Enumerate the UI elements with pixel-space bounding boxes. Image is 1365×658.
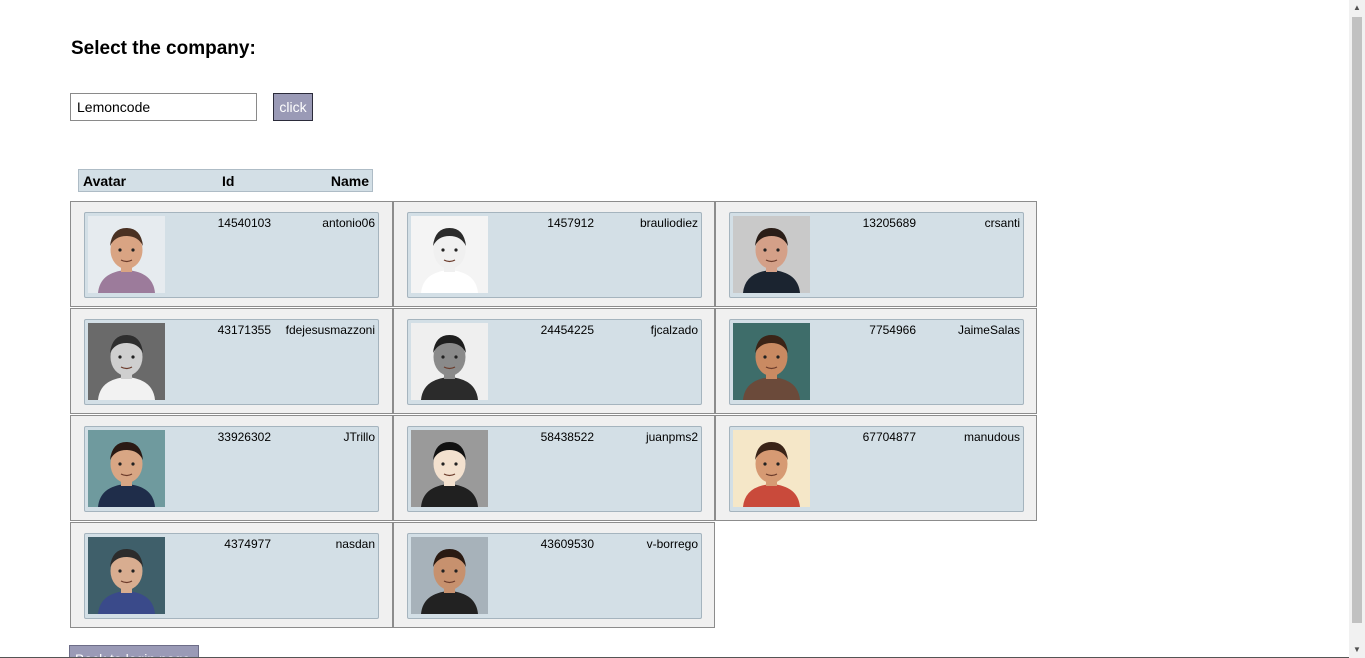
member-id: 4374977 bbox=[224, 537, 271, 551]
member-card: 33926302 JTrillo bbox=[70, 415, 393, 521]
table-header: Avatar Id Name bbox=[78, 169, 373, 192]
member-avatar bbox=[411, 537, 488, 614]
page-title: Select the company: bbox=[71, 38, 256, 59]
member-avatar bbox=[88, 216, 165, 293]
member-card: 67704877 manudous bbox=[715, 415, 1037, 521]
member-name: fdejesusmazzoni bbox=[285, 323, 375, 337]
members-grid: 14540103 antonio06 1457912 brauliodiez 13205… bbox=[70, 201, 1039, 628]
member-name: manudous bbox=[963, 430, 1020, 444]
header-id: Id bbox=[222, 173, 235, 189]
member-id: 1457912 bbox=[547, 216, 594, 230]
member-name: juanpms2 bbox=[645, 430, 698, 444]
member-row: 4374977 nasdan bbox=[84, 533, 379, 619]
member-avatar bbox=[88, 430, 165, 507]
back-to-login-button[interactable]: Back to login page bbox=[69, 645, 199, 658]
avatar-portrait-icon bbox=[88, 216, 165, 293]
member-card: 43609530 v-borrego bbox=[393, 522, 715, 628]
member-row: 43609530 v-borrego bbox=[407, 533, 702, 619]
vertical-scrollbar[interactable]: ▲ ▼ bbox=[1349, 0, 1365, 658]
member-avatar bbox=[411, 430, 488, 507]
member-row: 58438522 juanpms2 bbox=[407, 426, 702, 512]
avatar-portrait-icon bbox=[411, 216, 488, 293]
member-row: 43171355 fdejesusmazzoni bbox=[84, 319, 379, 405]
member-card: 58438522 juanpms2 bbox=[393, 415, 715, 521]
member-avatar bbox=[88, 323, 165, 400]
member-id: 43609530 bbox=[540, 537, 594, 551]
header-name: Name bbox=[330, 173, 369, 189]
member-row: 14540103 antonio06 bbox=[84, 212, 379, 298]
member-card: 43171355 fdejesusmazzoni bbox=[70, 308, 393, 414]
member-row: 24454225 fjcalzado bbox=[407, 319, 702, 405]
member-avatar bbox=[411, 216, 488, 293]
avatar-portrait-icon bbox=[411, 537, 488, 614]
member-id: 58438522 bbox=[540, 430, 594, 444]
member-name: JTrillo bbox=[343, 430, 375, 444]
member-id: 43171355 bbox=[217, 323, 271, 337]
member-name: v-borrego bbox=[646, 537, 698, 551]
member-id: 13205689 bbox=[862, 216, 916, 230]
member-row: 67704877 manudous bbox=[729, 426, 1024, 512]
member-id: 24454225 bbox=[540, 323, 594, 337]
avatar-portrait-icon bbox=[88, 430, 165, 507]
member-id: 33926302 bbox=[217, 430, 271, 444]
member-name: crsanti bbox=[984, 216, 1020, 230]
member-row: 7754966 JaimeSalas bbox=[729, 319, 1024, 405]
member-row: 1457912 brauliodiez bbox=[407, 212, 702, 298]
member-avatar bbox=[733, 323, 810, 400]
member-name: brauliodiez bbox=[639, 216, 698, 230]
member-name: antonio06 bbox=[322, 216, 375, 230]
company-input[interactable] bbox=[70, 93, 257, 121]
member-name: JaimeSalas bbox=[957, 323, 1020, 337]
member-card: 1457912 brauliodiez bbox=[393, 201, 715, 307]
member-avatar bbox=[733, 430, 810, 507]
scroll-thumb[interactable] bbox=[1352, 17, 1362, 623]
avatar-portrait-icon bbox=[88, 537, 165, 614]
avatar-portrait-icon bbox=[733, 216, 810, 293]
avatar-portrait-icon bbox=[88, 323, 165, 400]
member-id: 7754966 bbox=[869, 323, 916, 337]
scroll-up-arrow-icon[interactable]: ▲ bbox=[1353, 3, 1361, 12]
avatar-portrait-icon bbox=[733, 430, 810, 507]
member-card: 24454225 fjcalzado bbox=[393, 308, 715, 414]
member-card: 13205689 crsanti bbox=[715, 201, 1037, 307]
member-row: 33926302 JTrillo bbox=[84, 426, 379, 512]
member-row: 13205689 crsanti bbox=[729, 212, 1024, 298]
member-name: fjcalzado bbox=[650, 323, 698, 337]
member-card: 14540103 antonio06 bbox=[70, 201, 393, 307]
scroll-down-arrow-icon[interactable]: ▼ bbox=[1353, 645, 1361, 654]
member-avatar bbox=[733, 216, 810, 293]
avatar-portrait-icon bbox=[411, 430, 488, 507]
avatar-portrait-icon bbox=[411, 323, 488, 400]
member-avatar bbox=[411, 323, 488, 400]
avatar-portrait-icon bbox=[733, 323, 810, 400]
member-card: 4374977 nasdan bbox=[70, 522, 393, 628]
header-avatar: Avatar bbox=[83, 173, 127, 189]
member-id: 67704877 bbox=[862, 430, 916, 444]
member-name: nasdan bbox=[335, 537, 375, 551]
click-button[interactable]: click bbox=[273, 93, 313, 121]
member-avatar bbox=[88, 537, 165, 614]
member-card: 7754966 JaimeSalas bbox=[715, 308, 1037, 414]
member-id: 14540103 bbox=[217, 216, 271, 230]
